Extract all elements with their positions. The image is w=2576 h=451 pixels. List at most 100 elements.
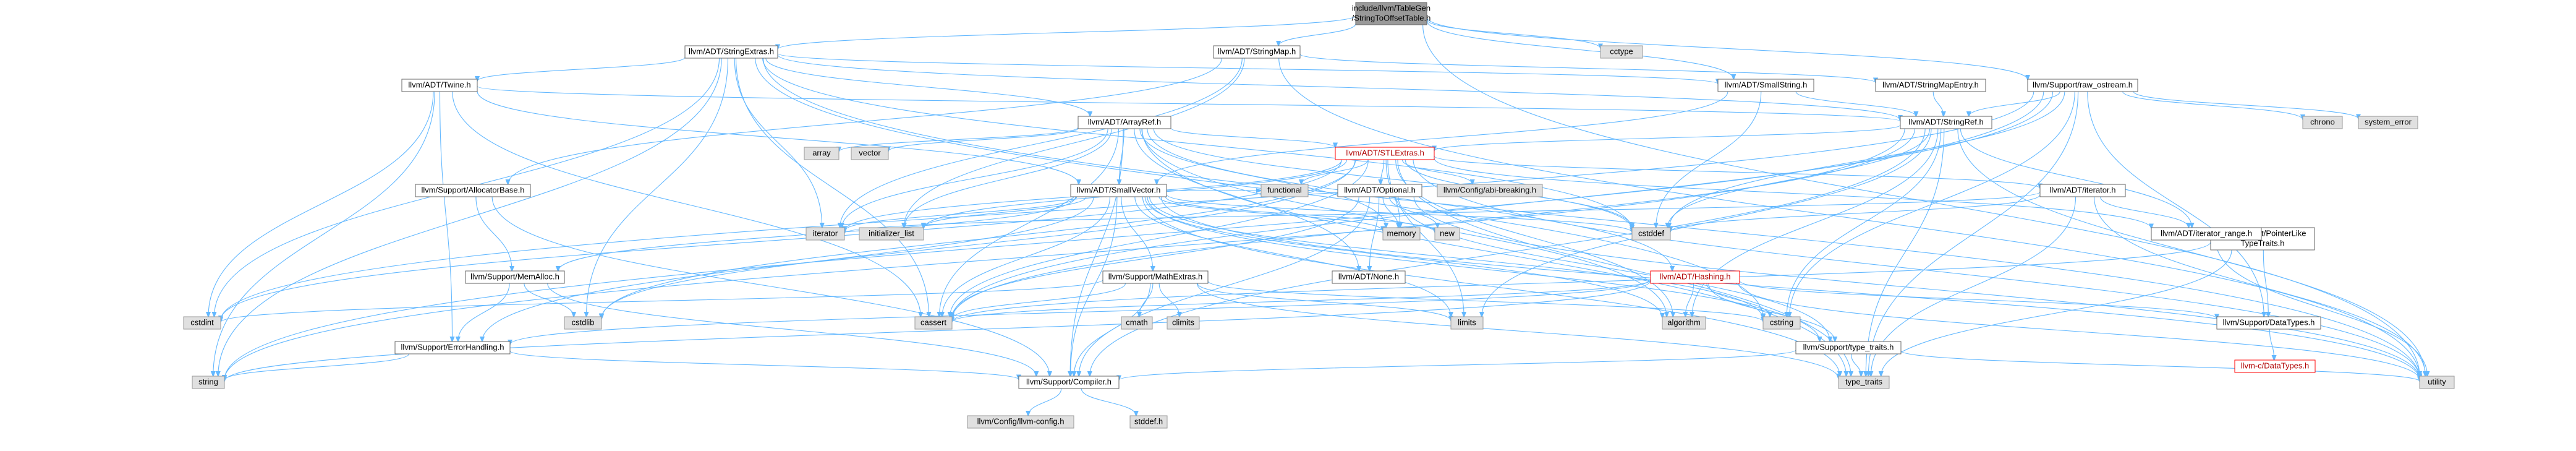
node-box-stlextras [1335,147,1435,160]
node-label-root-0: include/llvm/TableGen [1352,3,1430,12]
node-iterator_range[interactable]: llvm/ADT/iterator_range.h [2151,227,2262,241]
edge-stlextras-to-functional [1301,159,1369,184]
node-label-chrono-0: chrono [2310,117,2335,126]
node-chrono: chrono [2302,116,2343,129]
node-stringref[interactable]: llvm/ADT/StringRef.h [1900,116,1992,129]
node-label-iterator-0: iterator [813,228,838,238]
node-label-abibreaking-0: llvm/Config/abi-breaking.h [1443,185,1536,194]
node-llvmconfig: llvm/Config/llvm-config.h [967,415,1074,429]
node-label-cstdint-0: cstdint [190,317,214,327]
node-box-cmath [1121,316,1153,330]
edge-arrayref-to-algorithm [1141,128,1667,317]
edge-stringextras-to-iterator [734,58,822,228]
edge-smallvector-to-mathextras [1121,196,1153,271]
edge-hashing-to-cstring [1706,283,1770,317]
edge-stlextras-to-adtiterator [1434,155,2040,188]
node-llvmc_datatypes[interactable]: llvm-c/DataTypes.h [2234,359,2316,373]
node-root[interactable]: include/llvm/TableGen/StringToOffsetTabl… [1352,2,1431,25]
edge-stringmap-to-initializer_list [904,58,1245,228]
node-box-functional [1260,184,1309,197]
edge-adtiterator-to-iterator [844,191,2041,233]
edge-optional-to-cassert [952,196,1359,317]
node-errorhandling[interactable]: llvm/Support/ErrorHandling.h [394,341,511,354]
node-compiler[interactable]: llvm/Support/Compiler.h [1018,376,1120,389]
node-system_error: system_error [2358,116,2418,129]
edge-mathextras-to-limits [1197,283,1451,320]
node-hashing[interactable]: llvm/ADT/Hashing.h [1650,270,1740,284]
node-stlextras[interactable]: llvm/ADT/STLExtras.h [1335,147,1435,160]
node-stringmap[interactable]: llvm/ADT/StringMap.h [1213,45,1301,59]
node-label-smallstring-0: llvm/ADT/SmallString.h [1725,80,1808,89]
node-allocatorbase[interactable]: llvm/Support/AllocatorBase.h [415,184,531,197]
node-stringextras[interactable]: llvm/ADT/StringExtras.h [684,45,778,59]
edge-smallvector-to-iterator [844,196,1078,231]
node-label-array-0: array [812,148,831,157]
edge-twine-to-stringref [477,86,1900,122]
node-label-twine-0: llvm/ADT/Twine.h [408,80,470,89]
edge-raw_ostream-to-system_error [2133,91,2358,119]
edge-stlextras-to-utility [1413,159,2420,379]
edge-optional-to-type_traits_h [1398,196,1830,341]
node-smallstring[interactable]: llvm/ADT/SmallString.h [1717,79,1814,92]
node-box-stringmapentry [1875,79,1986,92]
node-memalloc[interactable]: llvm/Support/MemAlloc.h [465,270,565,284]
node-raw_ostream[interactable]: llvm/Support/raw_ostream.h [2027,79,2138,92]
node-label-none-0: llvm/ADT/None.h [1338,272,1399,281]
edge-root-to-smallstring [1426,20,1733,79]
node-label-raw_ostream-0: llvm/Support/raw_ostream.h [2033,80,2133,89]
edge-stlextras-to-errorhandling [482,159,1356,341]
edge-stringextras-to-cstddef [762,58,1632,230]
edge-raw_ostream-to-datatypes [2087,91,2264,317]
edge-arrayref-to-hashing [1147,128,1672,271]
node-optional[interactable]: llvm/ADT/Optional.h [1337,184,1422,197]
node-twine[interactable]: llvm/ADT/Twine.h [401,79,478,92]
node-functional: functional [1260,184,1309,197]
node-label-cctype-0: cctype [1610,46,1633,56]
edge-mathextras-to-compiler [1074,283,1151,376]
node-none[interactable]: llvm/ADT/None.h [1332,270,1406,284]
edge-stringref-to-stlextras [1434,124,1901,151]
node-iterator: iterator [806,227,845,241]
node-label-memory-0: memory [1387,228,1416,238]
edge-optional-to-utility [1413,196,2420,379]
edge-smallvector-to-cassert [942,196,1111,317]
edge-stlextras-to-cstdlib [601,159,1356,319]
node-cctype: cctype [1600,45,1643,59]
node-box-optional [1337,184,1422,197]
node-box-errorhandling [394,341,511,354]
node-stringmapentry[interactable]: llvm/ADT/StringMapEntry.h [1875,79,1986,92]
edge-hashing-to-errorhandling [510,279,1651,345]
node-adtiterator[interactable]: llvm/ADT/iterator.h [2039,184,2126,197]
edge-mathextras-to-cassert [952,283,1126,319]
edge-stringextras-to-cstdlib [587,58,729,317]
node-cstdint: cstdint [183,316,221,330]
node-label-stringmap-0: llvm/ADT/StringMap.h [1218,46,1296,56]
edge-smallvector-to-cstring [1149,196,1763,319]
edge-compiler-to-llvmconfig [1028,388,1062,416]
node-box-allocatorbase [415,184,531,197]
node-vector: vector [851,147,889,160]
node-smallvector[interactable]: llvm/ADT/SmallVector.h [1070,184,1167,197]
node-cassert: cassert [914,316,953,330]
node-climits: climits [1167,316,1200,330]
edge-raw_ostream-to-cassert [952,91,2054,319]
node-box-initializer_list [859,227,924,241]
edge-raw_ostream-to-type_traits [1868,91,2079,376]
edge-stlextras-to-type_traits [1397,159,1851,376]
node-label-stddef-0: stddef.h [1134,416,1163,426]
node-arrayref[interactable]: llvm/ADT/ArrayRef.h [1078,116,1171,129]
node-label-stringmapentry-0: llvm/ADT/StringMapEntry.h [1882,80,1979,89]
edge-arrayref-to-cassert [940,128,1120,317]
edge-adtiterator-to-utility [2093,196,2426,376]
node-box-string [192,376,225,389]
node-type_traits_h[interactable]: llvm/Support/type_traits.h [1795,341,1902,354]
node-datatypes[interactable]: llvm/Support/DataTypes.h [2216,316,2321,330]
edge-stringref-to-cassert [952,128,1915,319]
node-box-arrayref [1078,116,1171,129]
edge-hashing-to-datatypes [1739,280,2217,319]
node-label-pointerliketraits-1: TypeTraits.h [2240,238,2284,247]
node-mathextras[interactable]: llvm/Support/MathExtras.h [1102,270,1209,284]
node-box-cassert [914,316,953,330]
edge-memalloc-to-compiler [547,283,1037,376]
node-label-algorithm-0: algorithm [1667,317,1700,327]
